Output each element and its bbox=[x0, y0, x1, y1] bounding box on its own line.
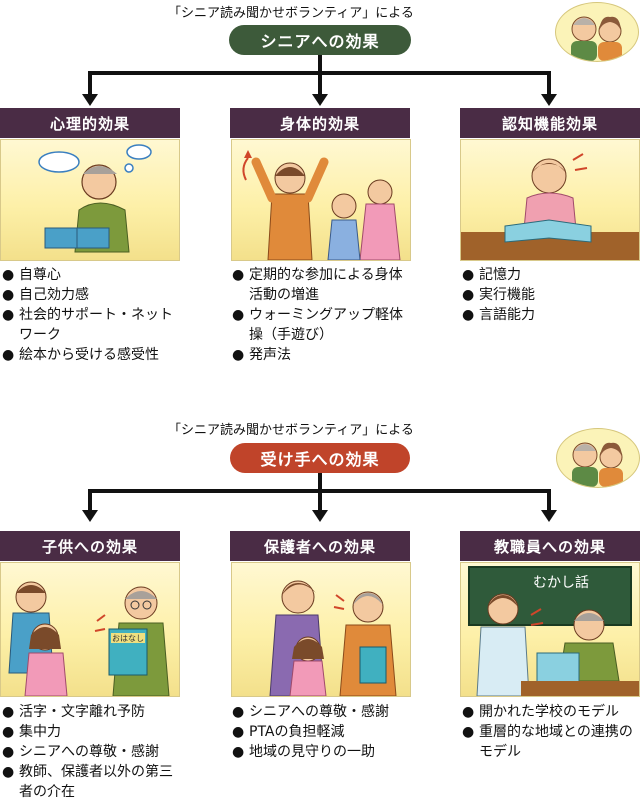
connector-lines bbox=[82, 473, 557, 522]
list-item: シニアへの尊敬・感謝 bbox=[2, 742, 182, 762]
list-item: 言語能力 bbox=[462, 305, 640, 325]
list-item: 重層的な地域との連携のモデル bbox=[462, 722, 640, 762]
list-item: 地域の見守りの一助 bbox=[232, 742, 414, 762]
bullet-list-psychological: 自尊心 自己効力感 社会的サポート・ネットワーク 絵本から受ける感受性 bbox=[2, 265, 182, 365]
senior-couple-icon bbox=[555, 2, 639, 62]
list-item: PTAの負担軽減 bbox=[232, 722, 414, 742]
list-item: 社会的サポート・ネットワーク bbox=[2, 305, 182, 345]
senior-couple-icon bbox=[556, 428, 640, 488]
illustration-exercise bbox=[231, 139, 411, 261]
blackboard-text: むかし話 bbox=[533, 574, 589, 591]
list-item: ウォーミングアップ軽体操（手遊び） bbox=[232, 305, 414, 345]
connector-lines bbox=[82, 55, 557, 106]
category-title-staff: 教職員への効果 bbox=[460, 531, 640, 561]
illustration-reading-senior bbox=[460, 139, 640, 261]
category-title-psychological: 心理的効果 bbox=[0, 108, 180, 138]
list-item: 自己効力感 bbox=[2, 285, 182, 305]
bullet-list-physical: 定期的な参加による身体活動の増進 ウォーミングアップ軽体操（手遊び） 発声法 bbox=[232, 265, 414, 365]
list-item: 集中力 bbox=[2, 722, 182, 742]
illustration-classroom: むかし話 bbox=[460, 562, 640, 697]
list-item: 絵本から受ける感受性 bbox=[2, 345, 182, 365]
illustration-parent-and-senior bbox=[231, 562, 411, 697]
bullet-list-guardians: シニアへの尊敬・感謝 PTAの負担軽減 地域の見守りの一助 bbox=[232, 702, 414, 762]
category-title-cognitive: 認知機能効果 bbox=[460, 108, 640, 138]
illustration-thinking-senior bbox=[0, 139, 180, 261]
list-item: 開かれた学校のモデル bbox=[462, 702, 640, 722]
list-item: 活字・文字離れ予防 bbox=[2, 702, 182, 722]
category-title-children: 子供への効果 bbox=[0, 531, 180, 561]
list-item: 自尊心 bbox=[2, 265, 182, 285]
category-title-physical: 身体的効果 bbox=[230, 108, 410, 138]
section-caption: 「シニア読み聞かせボランティア」による bbox=[168, 423, 414, 438]
category-title-guardians: 保護者への効果 bbox=[230, 531, 410, 561]
list-item: 記憶力 bbox=[462, 265, 640, 285]
bullet-list-cognitive: 記憶力 実行機能 言語能力 bbox=[462, 265, 640, 325]
list-item: 実行機能 bbox=[462, 285, 640, 305]
list-item: 発声法 bbox=[232, 345, 414, 365]
book-cover-label: おはなし bbox=[112, 634, 144, 643]
list-item: 定期的な参加による身体活動の増進 bbox=[232, 265, 414, 305]
section-title-pill: 受け手への効果 bbox=[230, 443, 410, 473]
section-title-pill: シニアへの効果 bbox=[229, 25, 411, 55]
list-item: シニアへの尊敬・感謝 bbox=[232, 702, 414, 722]
section-caption: 「シニア読み聞かせボランティア」による bbox=[168, 6, 414, 21]
bullet-list-children: 活字・文字離れ予防 集中力 シニアへの尊敬・感謝 教師、保護者以外の第三者の介在 bbox=[2, 702, 182, 802]
bullet-list-staff: 開かれた学校のモデル 重層的な地域との連携のモデル bbox=[462, 702, 640, 762]
list-item: 教師、保護者以外の第三者の介在 bbox=[2, 762, 182, 802]
illustration-storytelling-children: おはなし bbox=[0, 562, 180, 697]
